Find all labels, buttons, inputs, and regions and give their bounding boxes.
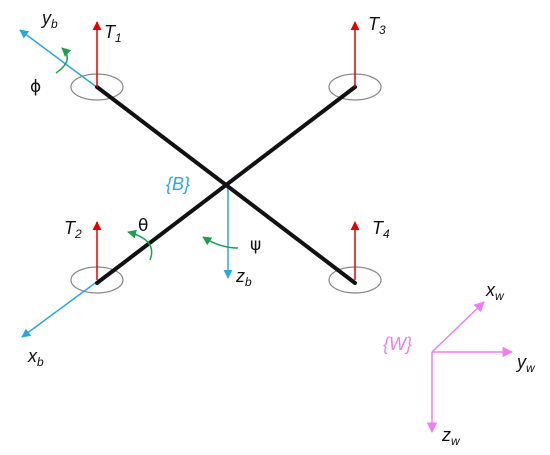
world-x-label: xw (485, 280, 505, 303)
arm-3-2 (95, 85, 357, 285)
world-z-label: zw (441, 425, 461, 448)
thrust-label-3: T3 (368, 14, 386, 37)
body-y-label: yb (40, 8, 58, 31)
body-frame-label: {B} (166, 174, 190, 194)
body-x-label: xb (27, 346, 44, 369)
pitch-angle-label: θ (138, 216, 148, 236)
thrust-label-1: T1 (104, 22, 122, 45)
world-frame-label: {W} (383, 334, 412, 354)
yaw-angle-label: ψ (250, 235, 261, 255)
thrust-label-4: T4 (372, 218, 390, 241)
thrust-label-2: T2 (64, 218, 82, 241)
yaw-rotation-arc (202, 236, 239, 249)
roll-rotation-arc (55, 47, 72, 74)
world-y-label: yw (515, 352, 536, 375)
world-x-axis (431, 301, 485, 353)
pitch-rotation-arc (127, 229, 153, 261)
body-z-label: zb (235, 266, 252, 289)
roll-angle-label: ϕ (30, 77, 41, 97)
